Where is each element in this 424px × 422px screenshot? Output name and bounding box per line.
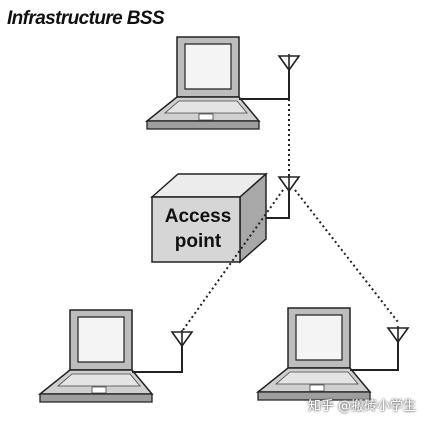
access-point-label-line2: point [174, 231, 222, 252]
cable-top [239, 66, 290, 100]
antenna-bottom-right-station [387, 325, 409, 343]
access-point-box [150, 172, 268, 264]
antenna-bottom-left-station [171, 329, 193, 347]
access-point-label: Access point [158, 204, 238, 254]
access-point-label-line1: Access [164, 206, 232, 227]
cable-access-point [266, 187, 290, 219]
cable-bottom-left [132, 342, 183, 373]
cable-bottom-right [350, 338, 399, 371]
station-laptop-bottom-right [257, 307, 371, 401]
station-laptop-bottom-left [39, 309, 153, 403]
antenna-access-point [278, 174, 300, 192]
diagram-title: Infrastructure BSS [7, 8, 165, 29]
watermark-text: 知乎 @搬砖小学生 [307, 399, 416, 414]
antenna-top-station [278, 53, 300, 71]
wireless-link-bottom-left [182, 189, 284, 331]
wireless-link-bottom-right [294, 189, 399, 323]
station-laptop-top [146, 36, 260, 130]
